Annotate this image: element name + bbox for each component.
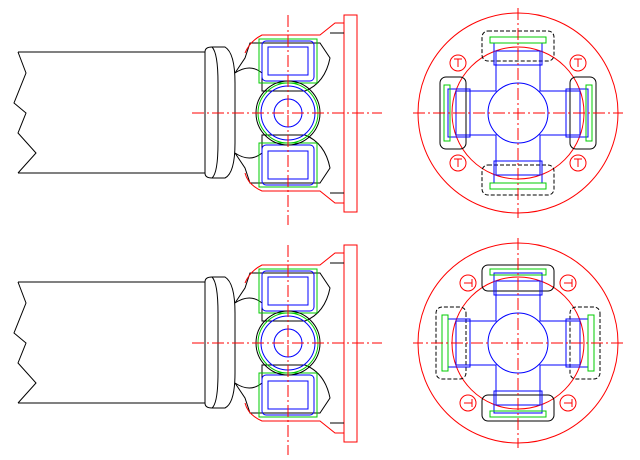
side-view-top <box>13 14 383 226</box>
side-view-bottom <box>13 244 383 456</box>
end-view-top <box>412 7 624 219</box>
end-view-bottom <box>412 237 624 449</box>
